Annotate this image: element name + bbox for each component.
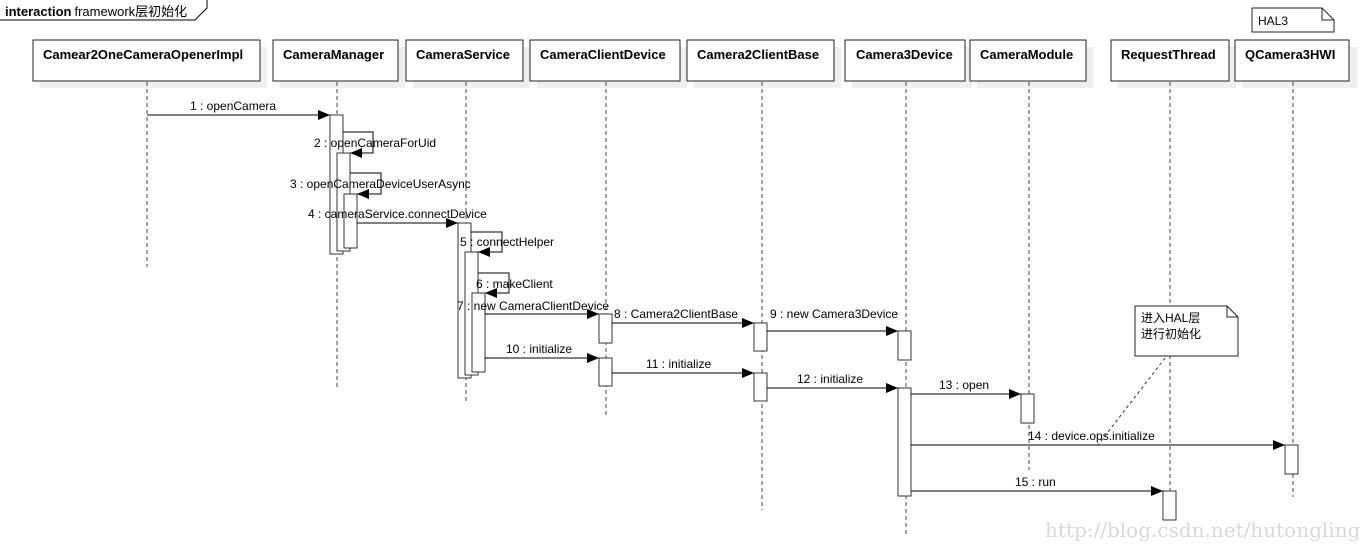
lifeline-name: CameraService (416, 47, 510, 62)
lifeline-headers: Camear2OneCameraOpenerImpl CameraManager… (32, 39, 1357, 88)
lifeline-name: QCamera3HWI (1245, 47, 1335, 62)
message-11-label: 11 : initialize (646, 357, 711, 371)
lifeline-opener[interactable]: Camear2OneCameraOpenerImpl (32, 39, 267, 88)
activation-client-base-2 (753, 372, 768, 402)
lifeline-service[interactable]: CameraService (405, 39, 530, 88)
message-5-arrow (471, 231, 503, 257)
lifeline-name: CameraModule (980, 47, 1073, 62)
lifeline-client-base[interactable]: Camera2ClientBase (686, 39, 841, 88)
message-12-label: 12 : initialize (797, 372, 863, 386)
message-7-label: 7 : new CameraClientDevice (457, 299, 609, 313)
activation-qcamera3hwi (1284, 444, 1299, 475)
frame-keyword: interaction (5, 4, 72, 19)
note-hal-layer[interactable]: 进入HAL层 进行初始化 (1097, 305, 1239, 446)
message-13-label: 13 : open (939, 378, 989, 392)
lifeline-client-device[interactable]: CameraClientDevice (529, 39, 687, 88)
lifeline-camera-module[interactable]: CameraModule (969, 39, 1093, 88)
lifeline-box (32, 39, 261, 82)
message-8-label: 8 : Camera2ClientBase (614, 307, 738, 321)
message-6-label: 6 : makeClient (476, 277, 553, 291)
lifeline-manager[interactable]: CameraManager (272, 39, 405, 88)
note-hal-layer-line2: 进行初始化 (1141, 327, 1201, 341)
message-2-arrow (343, 131, 374, 158)
activation-manager-3 (343, 193, 358, 249)
lifeline-request-thread[interactable]: RequestThread (1110, 39, 1236, 88)
message-3-label: 3 : openCameraDeviceUserAsync (290, 177, 471, 191)
lifeline-name: CameraClientDevice (540, 47, 666, 62)
lifeline-name: CameraManager (283, 47, 384, 62)
lifeline-name: Camera3Device (856, 47, 953, 62)
message-3-arrow (350, 172, 382, 199)
lifeline-box (272, 39, 399, 82)
activation-service-3 (471, 292, 486, 373)
note-box (1251, 7, 1335, 33)
message-10-label: 10 : initialize (506, 342, 572, 356)
activation-bars (329, 114, 1299, 521)
message-9-label: 9 : new Camera3Device (770, 307, 898, 321)
message-arrows (147, 110, 1285, 496)
message-1-label: 1 : openCamera (190, 99, 276, 113)
note-anchor-line (1097, 357, 1166, 446)
message-2-label: 2 : openCameraForUid (314, 136, 436, 150)
lifeline-camera3-device[interactable]: Camera3Device (844, 39, 972, 88)
message-15-label: 15 : run (1015, 475, 1056, 489)
activation-client-base-1 (753, 322, 768, 352)
message-14-label: 14 : device.ops.initialize (1028, 429, 1155, 443)
lifeline-name: Camear2OneCameraOpenerImpl (43, 47, 243, 62)
lifeline-box (969, 39, 1087, 82)
note-fold (1321, 8, 1334, 21)
lifeline-box (529, 39, 681, 82)
activation-client-device-1 (598, 313, 613, 344)
lifeline-box (686, 39, 835, 82)
note-hal3[interactable]: HAL3 (1251, 7, 1335, 33)
message-6-arrow (478, 272, 510, 298)
frame-tab-border (0, 0, 208, 21)
lifeline-name: Camera2ClientBase (697, 47, 819, 62)
message-5-label: 5 : connectHelper (460, 235, 554, 249)
lifeline-name: RequestThread (1121, 47, 1216, 62)
lifeline-qcamera3hwi[interactable]: QCamera3HWI (1234, 39, 1357, 88)
lifeline-box (1234, 39, 1350, 82)
frame-name: framework层初始化 (74, 4, 187, 19)
message-4-label: 4 : cameraService.connectDevice (308, 207, 487, 221)
watermark: http://blog.csdn.net/hutongling (1045, 518, 1361, 542)
activation-client-device-2 (598, 357, 613, 387)
activation-request-thread (1162, 490, 1177, 521)
note-fold (1226, 306, 1238, 318)
activation-camera3-device-2 (897, 387, 912, 497)
activation-camera-module (1020, 393, 1035, 424)
note-box (1134, 305, 1239, 357)
note-hal-layer-line1: 进入HAL层 (1141, 311, 1200, 325)
lifeline-box (405, 39, 524, 82)
lifeline-box (844, 39, 966, 82)
activation-camera3-device-1 (897, 330, 912, 361)
lifeline-box (1110, 39, 1230, 82)
note-hal3-text: HAL3 (1258, 14, 1288, 28)
message-labels: 1 : openCamera 2 : openCameraForUid 3 : … (190, 99, 1155, 489)
